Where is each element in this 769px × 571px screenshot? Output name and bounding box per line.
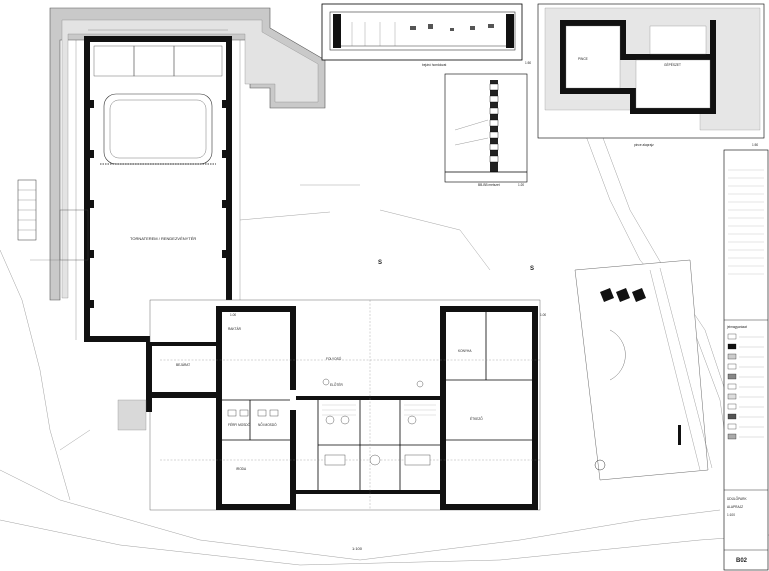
dim-label-1: 1.00 <box>230 313 236 317</box>
main-hall: TORNATEREM / RENDEZVÉNYTÉR <box>75 29 241 342</box>
title-drawing: ALAPRAJZ <box>727 505 743 509</box>
top-section-frame: bejáró homlokzat 1:50 <box>321 3 531 67</box>
top-section-caption: bejáró homlokzat <box>422 63 446 67</box>
upper-retaining-wall <box>49 7 326 301</box>
sheet-number: B02 <box>736 558 748 564</box>
axis-mark-top: S <box>378 260 382 266</box>
room-wc-men-label: FÉRFI MOSDÓ <box>228 422 251 427</box>
room-lobby-label: ELŐTÉR <box>330 382 343 387</box>
room-dining-label: ÉTKEZŐ <box>470 416 483 421</box>
entrance-detail-caption: pince alaprajz <box>634 143 654 147</box>
axis-mark-right: S <box>530 266 534 272</box>
left-annex <box>17 179 89 261</box>
room-office-label: IRODA <box>236 467 247 471</box>
dim-label-2: 1.00 <box>540 313 546 317</box>
detail-section-scale: 1:20 <box>518 183 524 187</box>
main-plan-scale: 1:100 <box>352 546 363 551</box>
title-project: ÜDÜLŐPARK <box>727 496 747 501</box>
entrance-utility-label: GÉPÉSZET <box>664 62 681 67</box>
detail-section: BB-BB metszet 1:20 <box>444 73 528 187</box>
axis-marks: S S 1.00 1.00 1:100 <box>230 260 546 551</box>
top-section-scale: 1:50 <box>525 61 531 65</box>
legend-title: jelmagyarázat <box>726 325 747 329</box>
room-kitchen-label: KONYHA <box>458 349 472 353</box>
right-terrace <box>574 259 713 481</box>
room-corridor-label: FOLYOSÓ <box>326 356 342 361</box>
entrance-detail: PINCE GÉPÉSZET pince alaprajz 1:50 <box>537 3 765 147</box>
entrance-detail-scale: 1:50 <box>752 143 758 147</box>
lower-building: RAKTÁR FOLYOSÓ ELŐTÉR FÉRFI MOSDÓ NŐI MO… <box>117 299 613 511</box>
hall-label: TORNATEREM / RENDEZVÉNYTÉR <box>130 236 196 241</box>
title-scale: 1:100 <box>727 513 735 517</box>
room-storage-label: RAKTÁR <box>228 327 242 331</box>
room-wc-women-label: NŐI MOSDÓ <box>258 422 277 427</box>
legend-block: jelmagyarázat <box>723 149 769 571</box>
annotation-leaders <box>30 184 491 451</box>
room-entrance-label: BEJÁRAT <box>176 363 190 367</box>
detail-section-caption: BB-BB metszet <box>478 183 500 187</box>
entrance-cellar-label: PINCE <box>578 57 588 61</box>
